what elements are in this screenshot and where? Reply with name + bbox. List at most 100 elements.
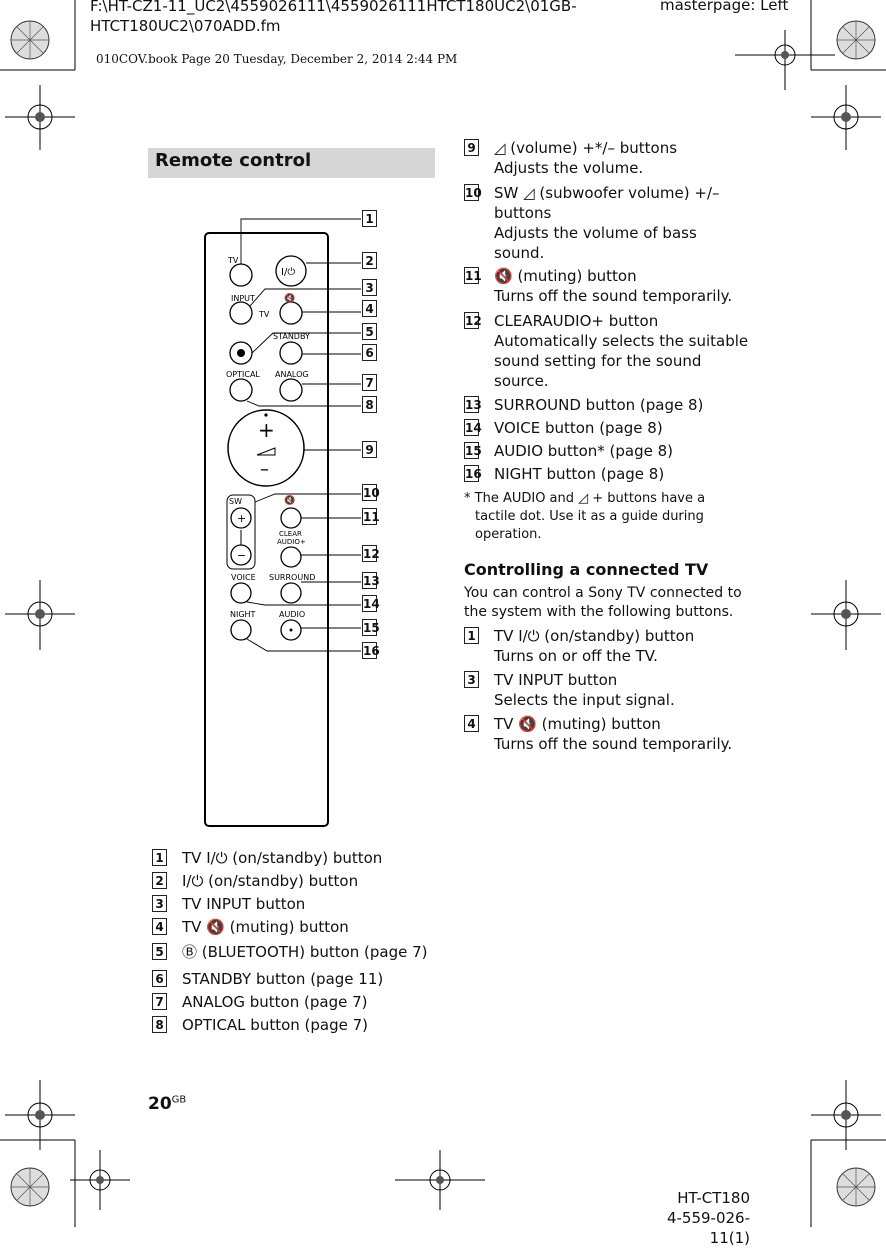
item-title: AUDIO button* (page 8) <box>494 442 674 460</box>
item-number: 15 <box>464 442 482 459</box>
tv-power-button <box>229 263 253 287</box>
item-number: 2 <box>152 872 167 889</box>
item-title: Ι/⏻ (on/standby) button <box>182 872 359 890</box>
item-number: 5 <box>152 943 167 960</box>
callout-13: 13 <box>362 572 380 589</box>
callout-4: 4 <box>362 300 377 317</box>
callout-14: 14 <box>362 595 380 612</box>
item-desc: Turns off the sound temporarily. <box>494 735 733 753</box>
sw-group <box>226 494 256 570</box>
sw-label: SW <box>229 497 242 506</box>
audio-label: AUDIO <box>279 610 305 619</box>
item-number: 16 <box>464 465 482 482</box>
item-number: 4 <box>152 918 167 935</box>
callout-5: 5 <box>362 323 377 340</box>
svg-text:−: − <box>237 549 246 562</box>
callout-11: 11 <box>362 508 380 525</box>
mute-icon: 🔇 <box>284 292 295 304</box>
item-number: 9 <box>464 139 479 156</box>
item-title: SURROUND button (page 8) <box>494 396 704 414</box>
item-title: ANALOG button (page 7) <box>182 993 368 1011</box>
analog-button <box>279 378 303 402</box>
item-number: 4 <box>464 715 479 732</box>
item-number: 11 <box>464 267 482 284</box>
tactile-dot <box>264 413 268 417</box>
item-number: 1 <box>152 849 167 866</box>
tv-input-button <box>229 301 253 325</box>
item-desc: Turns on or off the TV. <box>494 647 658 665</box>
item-number: 8 <box>152 1016 167 1033</box>
optical-button <box>229 378 253 402</box>
analog-label: ANALOG <box>275 370 309 379</box>
standby-button <box>279 341 303 365</box>
model-info: HT-CT180 4-559-026-11(1) <box>666 1189 750 1247</box>
item-title: TV Ι/⏻ (on/standby) button <box>494 627 695 645</box>
tv-mute-button <box>279 301 303 325</box>
file-path-header: F:\HT-CZ1-11_UC2\4559026111\4559026111HT… <box>90 0 577 35</box>
standby-label: STANDBY <box>273 332 310 341</box>
sw-minus-button <box>230 544 252 566</box>
section-title: Remote control <box>155 150 312 171</box>
remote-illustration: TV I/⏻ INPUT TV 🔇 STANDBY OPTICAL ANALOG… <box>204 218 361 827</box>
item-number: 6 <box>152 970 167 987</box>
callout-16: 16 <box>362 642 380 659</box>
item-number: 3 <box>152 895 167 912</box>
callout-3: 3 <box>362 279 377 296</box>
item-number: 14 <box>464 419 482 436</box>
item-title: STANDBY button (page 11) <box>182 970 384 988</box>
item-desc: source. <box>494 372 549 390</box>
item-desc: Adjusts the volume. <box>494 159 644 177</box>
item-title: 🔇 (muting) button <box>494 267 637 285</box>
item-title: VOICE button (page 8) <box>494 419 663 437</box>
tv-mark-label: TV <box>258 310 270 319</box>
item-number: 3 <box>464 671 479 688</box>
volume-button <box>227 409 305 487</box>
item-title: CLEARAUDIO+ button <box>494 312 659 330</box>
clearaudio-button <box>280 546 302 568</box>
voice-label: VOICE <box>231 573 256 582</box>
night-button <box>230 619 252 641</box>
tv-power-label: TV <box>227 256 239 265</box>
item-title: buttons <box>494 204 552 222</box>
power-button <box>275 255 307 287</box>
item-title: TV INPUT button <box>182 895 306 913</box>
callout-2: 2 <box>362 252 377 269</box>
callout-1: 1 <box>362 210 377 227</box>
callout-8: 8 <box>362 396 377 413</box>
clear-audio-label: AUDIO+ <box>277 538 306 546</box>
left-button-list: 1 TV Ι/⏻ (on/standby) button 2 Ι/⏻ (on/stan… <box>152 848 442 1038</box>
item-title: SW ◿ (subwoofer volume) +/– <box>494 184 720 202</box>
night-label: NIGHT <box>230 610 256 619</box>
item-desc: sound. <box>494 244 545 262</box>
item-number: 1 <box>464 627 479 644</box>
callout-12: 12 <box>362 545 380 562</box>
item-title: TV 🔇 (muting) button <box>182 918 349 936</box>
item-title: OPTICAL button (page 7) <box>182 1016 369 1034</box>
item-desc: sound setting for the sound <box>494 352 702 370</box>
callout-7: 7 <box>362 374 377 391</box>
remote-body <box>204 232 329 827</box>
page-number: 20GB <box>148 1094 187 1114</box>
callout-6: 6 <box>362 344 377 361</box>
mute-button <box>280 507 302 529</box>
item-desc: Automatically selects the suitable <box>494 332 749 350</box>
input-label: INPUT <box>231 294 255 303</box>
vol-plus-label: + <box>258 418 275 442</box>
mute-icon-2: 🔇 <box>284 494 295 506</box>
tv-section-title: Controlling a connected TV <box>464 560 709 579</box>
power-label: I/⏻ <box>281 267 295 278</box>
surround-button <box>280 582 302 604</box>
clear-label: CLEAR <box>279 530 302 538</box>
callout-10: 10 <box>362 484 380 501</box>
callout-15: 15 <box>362 619 380 636</box>
item-number: 10 <box>464 184 482 201</box>
item-title: TV 🔇 (muting) button <box>494 715 661 733</box>
tv-section-desc: You can control a Sony TV connected to t… <box>464 585 742 620</box>
optical-label: OPTICAL <box>226 370 260 379</box>
tactile-note: * The AUDIO and ◿ + buttons have a tacti… <box>464 491 706 542</box>
item-title: TV INPUT button <box>494 671 618 689</box>
surround-label: SURROUND <box>269 573 315 582</box>
voice-button <box>230 582 252 604</box>
item-title: TV Ι/⏻ (on/standby) button <box>182 849 383 867</box>
